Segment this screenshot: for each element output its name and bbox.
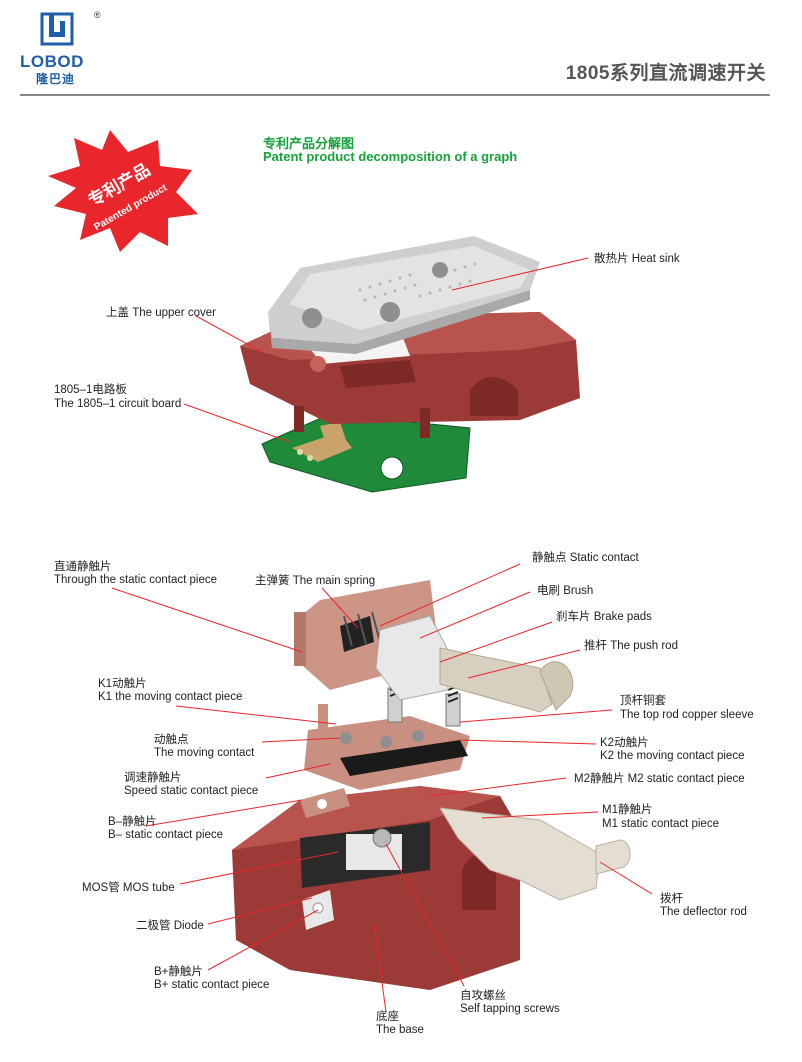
label-b-minus-en: B– static contact piece [108, 829, 224, 841]
header-divider [20, 94, 770, 96]
label-brush: 电刷 Brush [537, 585, 594, 597]
label-moving-contact-en: The moving contact [154, 747, 255, 759]
brand-name: LOBOD [20, 52, 84, 71]
heat-sink [268, 236, 540, 354]
brand-name-cn: 隆巴迪 [36, 72, 76, 86]
label-screws-en: Self tapping screws [460, 1003, 560, 1015]
label-m1-en: M1 static contact piece [602, 818, 719, 830]
label-heat-sink: 散热片 Heat sink [594, 253, 680, 265]
label-sleeve-en: The top rod copper sleeve [620, 709, 754, 721]
label-speed-static-cn: 调速静触片 [124, 772, 182, 784]
patented-badge: 专利产品 Patented product [48, 130, 198, 252]
label-b-minus-cn: B–静触片 [108, 816, 157, 828]
circuit-board [261, 413, 471, 493]
leader-lines [111, 257, 653, 1013]
label-through-static-cn: 直通静触片 [54, 561, 112, 573]
label-m1-cn: M1静触片 [602, 804, 653, 816]
label-circuit-board-en: The 1805–1 circuit board [54, 398, 182, 410]
label-push-rod: 推杆 The push rod [584, 640, 678, 652]
label-sleeve-cn: 顶杆铜套 [620, 695, 666, 707]
label-moving-contact-cn: 动触点 [154, 734, 189, 746]
label-main-spring: 主弹簧 The main spring [255, 575, 376, 587]
label-deflector-en: The deflector rod [660, 906, 747, 918]
label-base-cn: 底座 [376, 1011, 399, 1023]
section-title-cn: 专利产品分解图 [263, 136, 355, 151]
push-rod-assembly [294, 580, 574, 713]
label-speed-static-en: Speed static contact piece [124, 785, 259, 797]
label-b-plus-cn: B+静触片 [154, 966, 203, 978]
label-k1-cn: K1动触片 [98, 678, 147, 690]
label-upper-cover: 上盖 The upper cover [106, 307, 216, 319]
deflector-rod [439, 807, 631, 901]
label-base-en: The base [376, 1024, 424, 1036]
label-through-static-en: Through the static contact piece [54, 574, 218, 586]
label-k2-en: K2 the moving contact piece [600, 750, 745, 762]
label-static-contact: 静触点 Static contact [532, 552, 639, 564]
contact-plates [300, 704, 470, 818]
label-m2: M2静触片 M2 static contact piece [574, 773, 745, 785]
label-b-plus-en: B+ static contact piece [154, 979, 270, 991]
base-housing [232, 786, 520, 990]
label-circuit-board-cn: 1805–1电路板 [54, 384, 127, 396]
label-k1-en: K1 the moving contact piece [98, 691, 243, 703]
section-title-en: Patent product decomposition of a graph [263, 149, 518, 164]
page-title: 1805系列直流调速开关 [565, 63, 766, 84]
label-brake-pads: 刹车片 Brake pads [556, 611, 652, 623]
logo-icon [40, 12, 74, 46]
label-mos-tube: MOS管 MOS tube [82, 882, 175, 894]
label-screws-cn: 自攻螺丝 [460, 990, 506, 1002]
registered-mark: ® [94, 10, 101, 20]
label-deflector-cn: 拨杆 [660, 893, 683, 905]
heat-sink-dots [358, 262, 477, 302]
label-k2-cn: K2动触片 [600, 737, 649, 749]
label-diode: 二极管 Diode [136, 920, 204, 932]
